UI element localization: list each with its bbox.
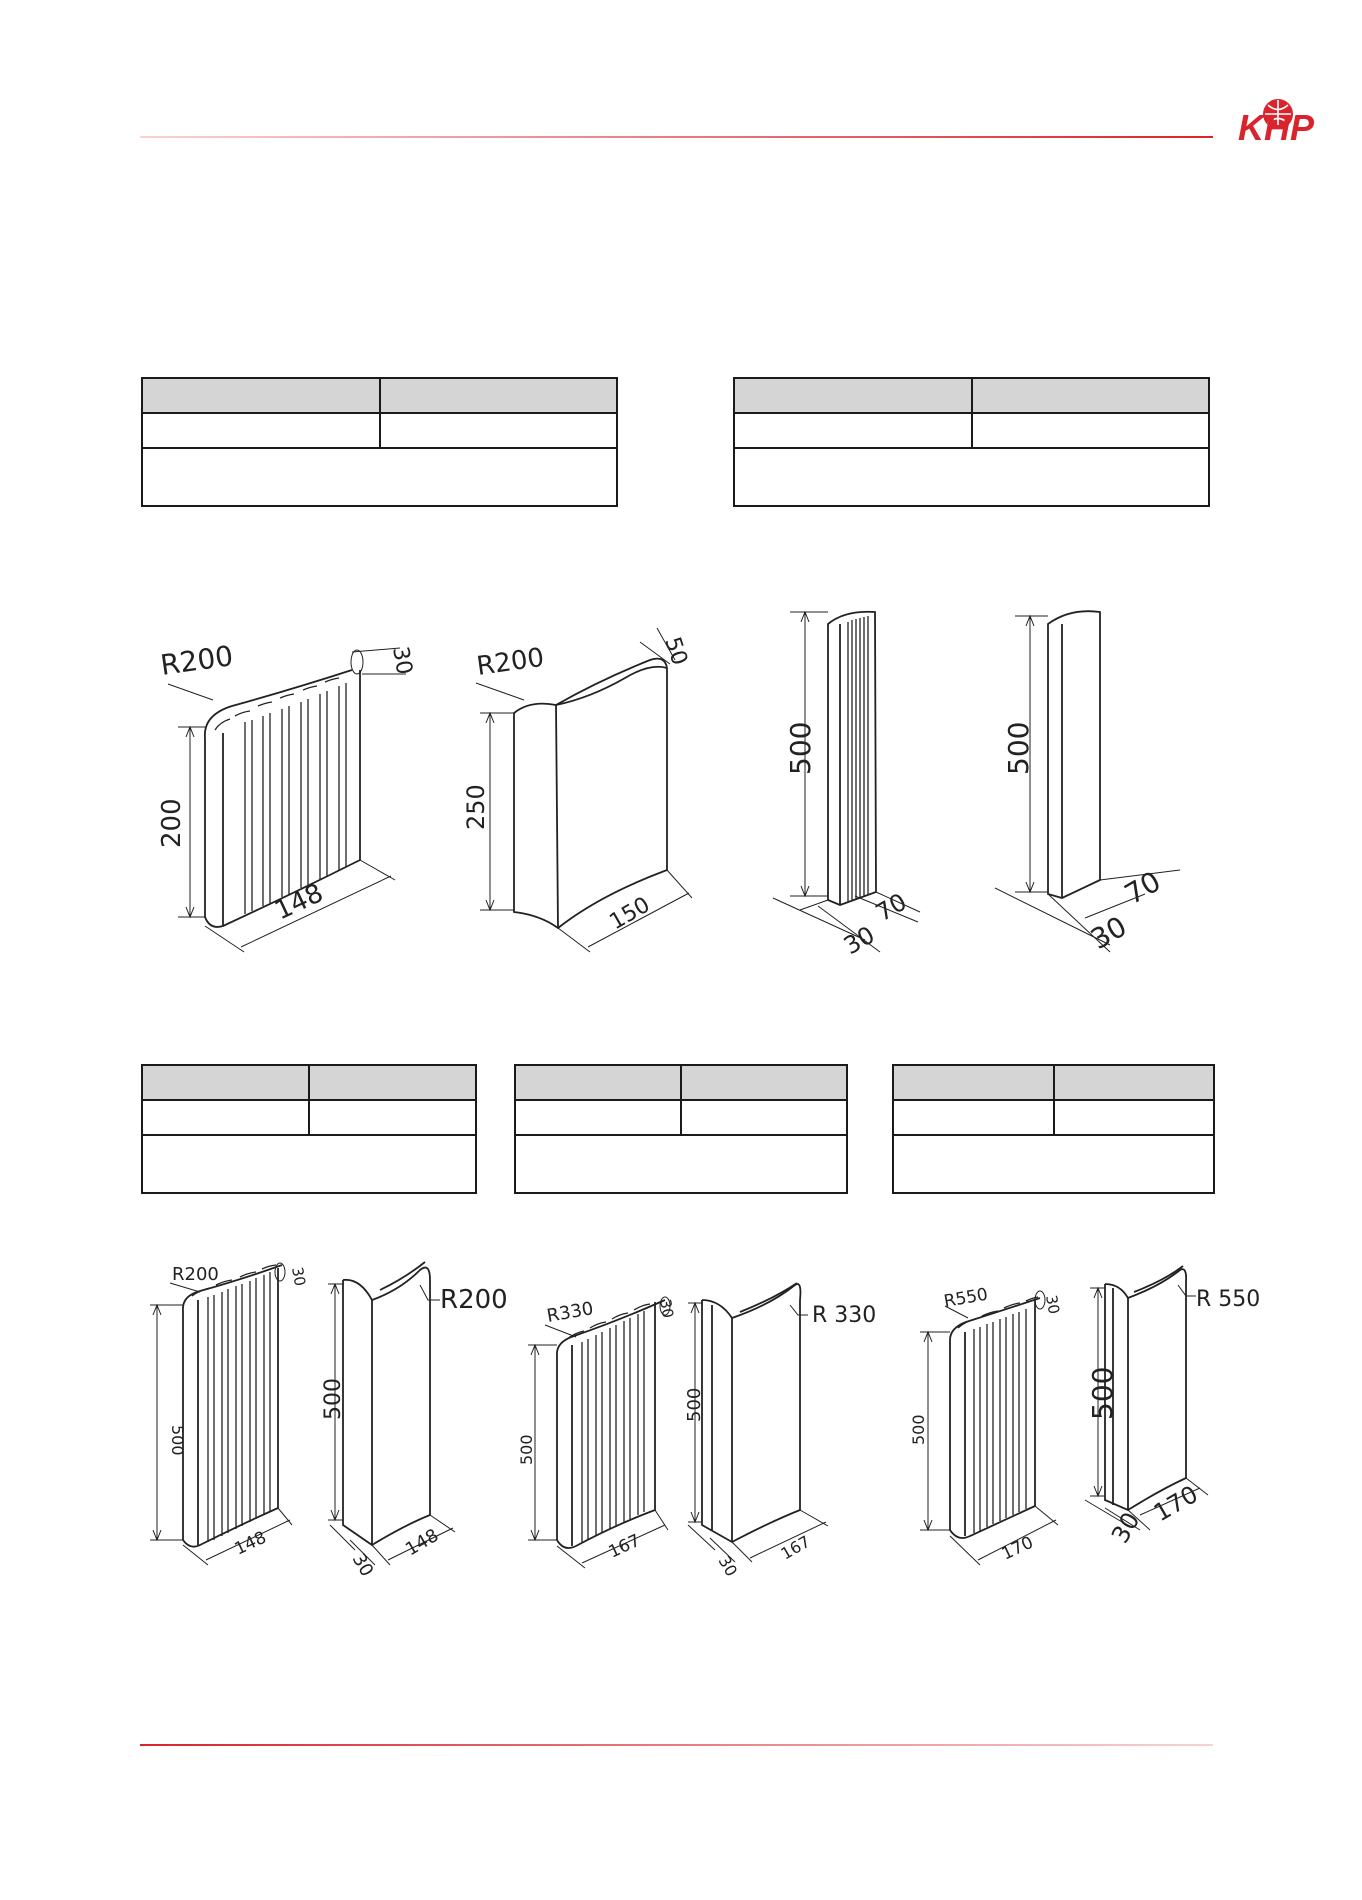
spec-table-3 bbox=[141, 1064, 477, 1194]
table-cell bbox=[735, 414, 973, 447]
table-header-cell bbox=[735, 379, 973, 412]
drawing-curved-panel-r200-h250: R200 250 150 50 bbox=[462, 627, 693, 953]
dim-radius: R 550 bbox=[1196, 1287, 1260, 1312]
dim-width: 148 bbox=[402, 1525, 442, 1560]
drawing-curved-panel-r200-h500: R200 500 148 30 bbox=[321, 1261, 508, 1580]
drawing-smooth-strip-h500: 500 70 30 bbox=[994, 610, 1181, 956]
header-rule bbox=[140, 136, 1213, 138]
dim-height: 500 bbox=[517, 1434, 536, 1465]
spec-table-5 bbox=[892, 1064, 1215, 1194]
dim-width: 150 bbox=[606, 893, 655, 936]
dim-radius: R 330 bbox=[812, 1303, 876, 1328]
drawing-curved-panel-r550-h500: R 550 500 170 30 bbox=[1084, 1265, 1260, 1548]
dim-depth: 30 bbox=[1106, 1508, 1146, 1548]
table-cell bbox=[143, 1101, 310, 1134]
table-header-cell bbox=[516, 1066, 682, 1099]
spec-table-2 bbox=[733, 377, 1210, 507]
table-cell bbox=[894, 1101, 1055, 1134]
dim-height: 500 bbox=[1086, 1367, 1119, 1420]
dim-radius: R200 bbox=[440, 1285, 508, 1315]
dim-width: 170 bbox=[999, 1533, 1037, 1565]
drawing-ribbed-panel-r200-h200: R200 200 148 30 bbox=[157, 639, 417, 953]
dim-radius: R200 bbox=[475, 643, 546, 682]
table-header-cell bbox=[143, 1066, 310, 1099]
table-cell bbox=[516, 1101, 682, 1134]
dim-radius: R550 bbox=[942, 1285, 989, 1312]
dim-width: 167 bbox=[778, 1532, 814, 1564]
footer-rule bbox=[140, 1744, 1213, 1746]
dim-width: 70 bbox=[1119, 865, 1166, 911]
spec-table-1 bbox=[141, 377, 618, 507]
dim-height: 500 bbox=[684, 1388, 705, 1422]
dim-depth: 30 bbox=[387, 645, 416, 677]
table-header-cell bbox=[143, 379, 381, 412]
dim-depth: 30 bbox=[1085, 910, 1132, 956]
dim-width: 70 bbox=[871, 888, 911, 928]
drawing-ribbed-panel-r550-h500: R550 500 170 30 bbox=[909, 1285, 1063, 1566]
table-cell bbox=[143, 414, 381, 447]
spec-table-4 bbox=[514, 1064, 848, 1194]
dim-radius: R200 bbox=[158, 639, 235, 682]
table-header-cell bbox=[894, 1066, 1055, 1099]
dim-height: 250 bbox=[462, 784, 490, 830]
dim-height: 200 bbox=[157, 798, 187, 848]
company-logo: KHP bbox=[1238, 99, 1315, 148]
drawing-ribbed-strip-h500: 500 70 30 bbox=[772, 610, 921, 960]
dim-depth: 30 bbox=[715, 1553, 742, 1580]
dim-radius: R200 bbox=[172, 1264, 219, 1285]
drawing-ribbed-panel-r200-h500: R200 500 148 30 bbox=[150, 1262, 309, 1566]
drawing-ribbed-panel-r330-h500: R330 500 167 30 bbox=[517, 1296, 677, 1569]
dim-depth: 30 bbox=[288, 1266, 309, 1288]
dim-depth: 30 bbox=[348, 1550, 378, 1580]
dim-height: 500 bbox=[909, 1414, 928, 1445]
drawing-curved-panel-r330-h500: R 330 500 167 30 bbox=[684, 1282, 876, 1580]
dim-depth: 30 bbox=[656, 1298, 677, 1320]
dim-depth: 50 bbox=[659, 634, 691, 668]
logo-text: KHP bbox=[1238, 107, 1315, 148]
dim-width: 167 bbox=[606, 1531, 644, 1563]
dim-width: 170 bbox=[1149, 1480, 1203, 1527]
dim-height: 500 bbox=[168, 1425, 187, 1456]
dim-height: 500 bbox=[321, 1378, 346, 1420]
dim-height: 500 bbox=[1002, 722, 1035, 775]
dim-depth: 30 bbox=[1042, 1294, 1063, 1316]
dim-radius: R330 bbox=[545, 1298, 595, 1327]
dim-height: 500 bbox=[784, 722, 817, 775]
